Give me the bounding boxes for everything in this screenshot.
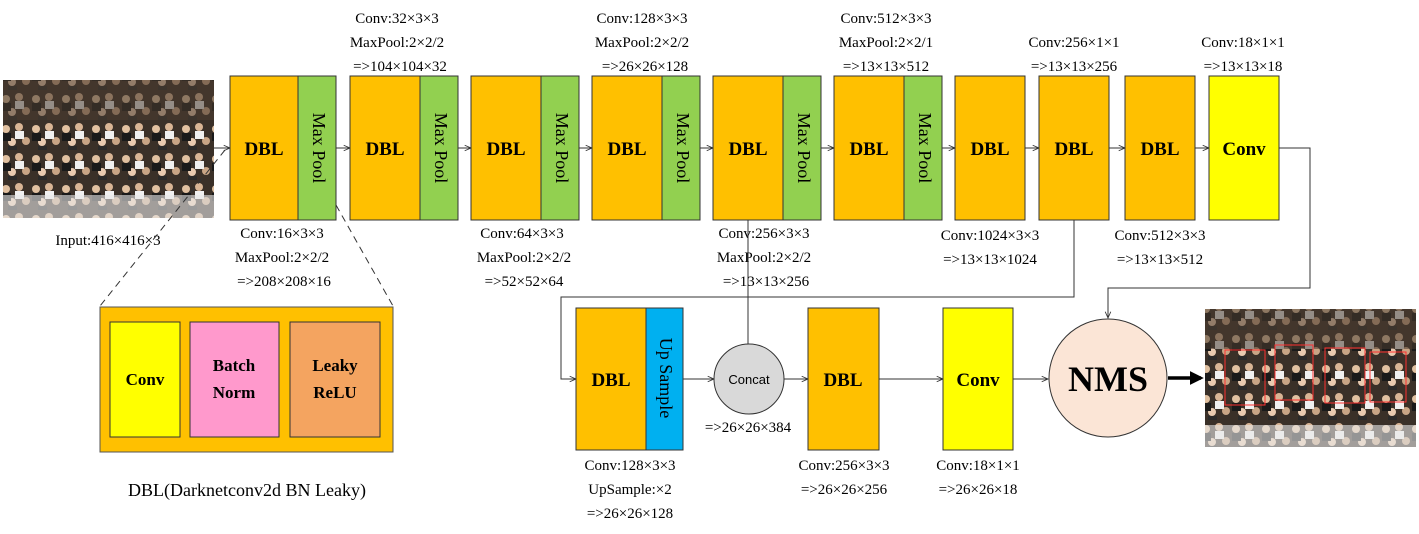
annotation-line: Conv:32×3×3 (355, 11, 439, 27)
output-image (1205, 309, 1416, 447)
dbl-label: DBL (849, 139, 888, 160)
dbl-legend: Conv Batch Norm Leaky ReLU (99, 306, 394, 453)
annotation-line: =>104×104×32 (353, 59, 447, 75)
annotation-line: Conv:128×3×3 (596, 11, 687, 27)
concat-node: Concat (713, 343, 785, 415)
block-dbl-upsample: DBL Up Sample (575, 307, 684, 451)
legend-leaky-label: Leaky (312, 356, 358, 375)
maxpool-label: Max Pool (431, 113, 451, 184)
annotation-line: UpSample:×2 (588, 482, 671, 498)
dbl-label: DBL (486, 139, 525, 160)
lower-annotation-3: Conv:256×3×3 =>26×26×256 (798, 458, 889, 498)
connector-routes (560, 147, 1311, 379)
legend-batch-label: Batch (213, 356, 256, 375)
block-dbl-8: DBL (1038, 75, 1110, 221)
block-dbl-7: DBL (954, 75, 1026, 221)
nms-label: NMS (1068, 359, 1148, 399)
maxpool-label: Max Pool (794, 113, 814, 184)
annotation-line: Conv:256×3×3 (718, 226, 809, 242)
maxpool-label: Max Pool (915, 113, 935, 184)
legend-connector-right (335, 204, 394, 307)
dbl-label: DBL (244, 139, 283, 160)
bottom-annotation-4: Conv:1024×3×3 =>13×13×1024 (941, 228, 1040, 268)
lower-annotation-4: Conv:18×1×1 =>26×26×18 (936, 458, 1020, 498)
block-dbl-lower: DBL (807, 307, 880, 451)
dbl-label: DBL (607, 139, 646, 160)
annotation-line: MaxPool:2×2/2 (235, 250, 329, 266)
dbl-label: DBL (823, 370, 862, 391)
bottom-annotation-5: Conv:512×3×3 =>13×13×512 (1114, 228, 1205, 268)
input-image (3, 80, 214, 218)
annotation-line: =>13×13×256 (723, 274, 810, 290)
annotation-line: =>26×26×18 (939, 482, 1018, 498)
conv-label: Conv (1222, 139, 1266, 160)
block-dbl-9: DBL (1124, 75, 1196, 221)
dbl-label: DBL (970, 139, 1009, 160)
annotation-line: =>26×26×128 (602, 59, 688, 75)
annotation-line: MaxPool:2×2/1 (839, 35, 933, 51)
annotation-line: Conv:18×1×1 (936, 458, 1020, 474)
dbl-label: DBL (728, 139, 767, 160)
block-dbl-maxpool-5: DBL Max Pool (712, 75, 822, 221)
conv-label: Conv (956, 370, 1000, 391)
maxpool-label: Max Pool (552, 113, 572, 184)
annotation-line: Conv:16×3×3 (240, 226, 324, 242)
annotation-line: =>52×52×64 (485, 274, 564, 290)
dbl-label: DBL (1054, 139, 1093, 160)
legend-caption: DBL(Darknetconv2d BN Leaky) (128, 480, 366, 501)
annotation-line: MaxPool:2×2/2 (595, 35, 689, 51)
block-dbl-maxpool-1: DBL Max Pool (229, 75, 337, 221)
annotation-line: =>13×13×18 (1204, 59, 1283, 75)
annotation-line: =>13×13×1024 (943, 252, 1037, 268)
block-conv-lower: Conv (942, 307, 1014, 451)
block-dbl-maxpool-3: DBL Max Pool (470, 75, 580, 221)
annotation-line: =>208×208×16 (237, 274, 331, 290)
block-conv-top: Conv (1208, 75, 1280, 221)
top-annotation-4: Conv:256×1×1 =>13×13×256 (1028, 35, 1119, 75)
input-label: Input:416×416×3 (55, 233, 160, 249)
annotation-line: =>13×13×512 (843, 59, 929, 75)
bottom-annotation-1: Conv:16×3×3 MaxPool:2×2/2 =>208×208×16 (235, 226, 332, 290)
annotation-line: Conv:256×3×3 (798, 458, 889, 474)
top-annotation-1: Conv:32×3×3 MaxPool:2×2/2 =>104×104×32 (350, 11, 447, 75)
annotation-line: MaxPool:2×2/2 (350, 35, 444, 51)
legend-connector-left (99, 149, 226, 307)
annotation-line: =>26×26×128 (587, 506, 673, 522)
annotation-line: Conv:512×3×3 (1114, 228, 1205, 244)
annotation-line: Conv:512×3×3 (840, 11, 931, 27)
dbl-label: DBL (365, 139, 404, 160)
annotation-line: =>26×26×256 (801, 482, 888, 498)
annotation-line: MaxPool:2×2/2 (717, 250, 811, 266)
annotation-line: Conv:18×1×1 (1201, 35, 1285, 51)
maxpool-label: Max Pool (309, 113, 329, 184)
block-dbl-maxpool-2: DBL Max Pool (349, 75, 459, 221)
nms-node: NMS (1048, 318, 1168, 438)
block-dbl-maxpool-4: DBL Max Pool (591, 75, 701, 221)
annotation-line: Conv:128×3×3 (584, 458, 675, 474)
concat-label: Concat (728, 372, 770, 387)
annotation-line: =>13×13×256 (1031, 59, 1118, 75)
dbl-label: DBL (591, 370, 630, 391)
annotation-line: Conv:1024×3×3 (941, 228, 1040, 244)
annotation-line: MaxPool:2×2/2 (477, 250, 571, 266)
legend-norm-label: Norm (213, 383, 255, 402)
bottom-annotation-3: Conv:256×3×3 MaxPool:2×2/2 =>13×13×256 (717, 226, 811, 290)
top-annotation-5: Conv:18×1×1 =>13×13×18 (1201, 35, 1285, 75)
legend-relu-label: ReLU (313, 383, 356, 402)
bottom-annotation-2: Conv:64×3×3 MaxPool:2×2/2 =>52×52×64 (477, 226, 571, 290)
legend-conv-label: Conv (126, 370, 165, 389)
top-annotation-2: Conv:128×3×3 MaxPool:2×2/2 =>26×26×128 (595, 11, 689, 75)
top-annotation-3: Conv:512×3×3 MaxPool:2×2/1 =>13×13×512 (839, 11, 933, 75)
annotation-line: =>13×13×512 (1117, 252, 1203, 268)
upsample-label: Up Sample (656, 338, 676, 419)
annotation-line: Conv:64×3×3 (480, 226, 564, 242)
maxpool-label: Max Pool (673, 113, 693, 184)
concat-output-label: =>26×26×384 (705, 420, 792, 436)
lower-annotation-1: Conv:128×3×3 UpSample:×2 =>26×26×128 (584, 458, 675, 522)
annotation-line: Conv:256×1×1 (1028, 35, 1119, 51)
dbl-label: DBL (1140, 139, 1179, 160)
block-dbl-maxpool-6: DBL Max Pool (833, 75, 943, 221)
